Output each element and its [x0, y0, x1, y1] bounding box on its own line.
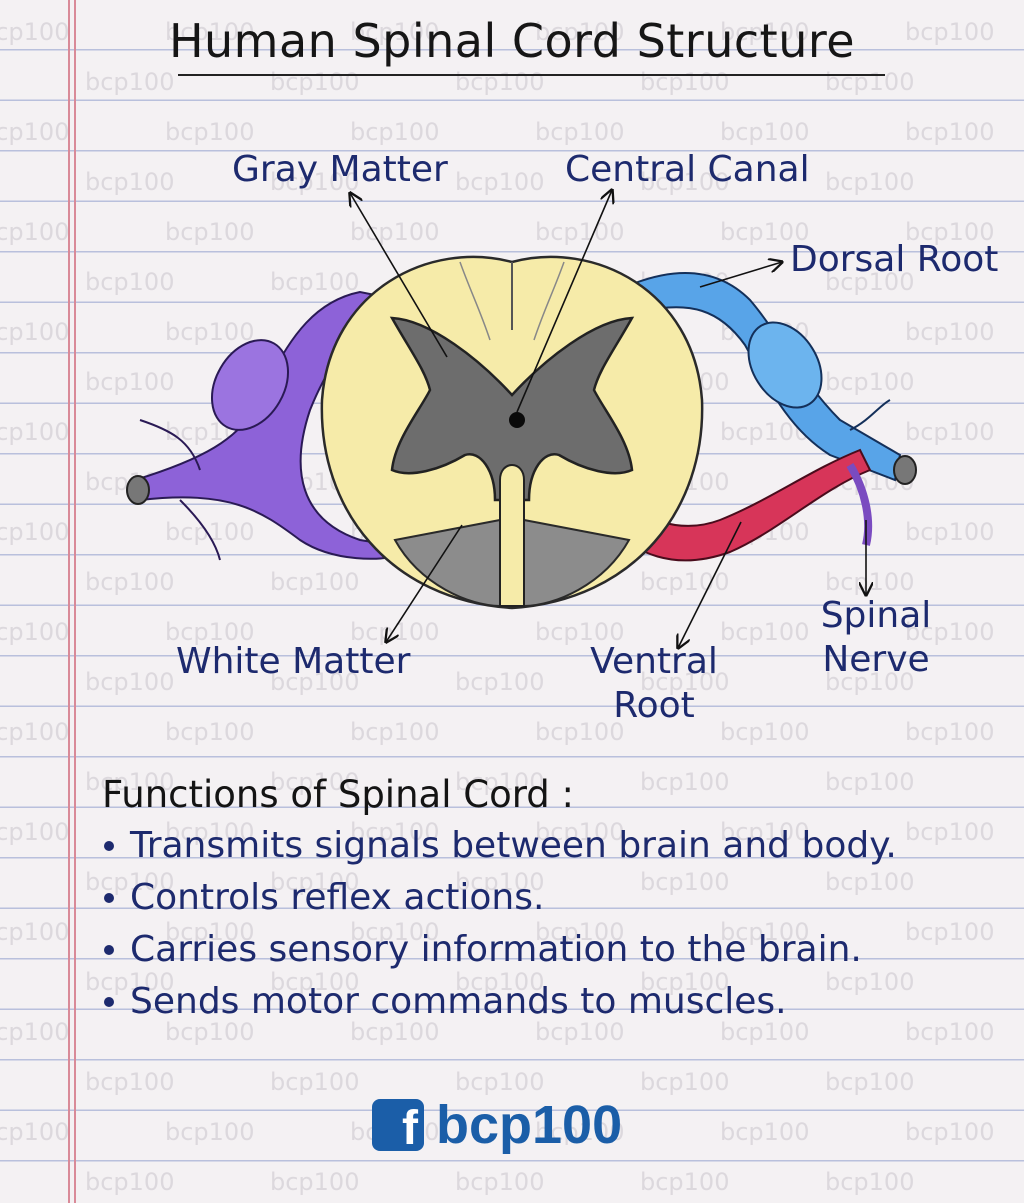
arrow-white-matter: [386, 524, 463, 642]
arrow-gray-matter: [350, 193, 448, 358]
bullet-icon: [104, 997, 114, 1007]
label-white-matter: White Matter: [176, 641, 411, 682]
function-item: Transmits signals between brain and body…: [102, 820, 897, 872]
watermark-text: bcp100: [905, 818, 994, 846]
label-spinal-nerve-line2: Nerve: [822, 639, 930, 680]
watermark-text: bcp100: [0, 918, 69, 946]
arrow-central-canal: [516, 190, 612, 413]
watermark-text: bcp100: [905, 918, 994, 946]
function-text: Controls reflex actions.: [130, 877, 545, 918]
spinal-cord-diagram: [126, 0, 917, 760]
notebook-margin-line: [68, 0, 70, 1203]
watermark-text: bcp100: [825, 1068, 914, 1096]
watermark-text: bcp100: [640, 1168, 729, 1196]
bullet-icon: [104, 893, 114, 903]
watermark-text: bcp100: [455, 1168, 544, 1196]
label-gray-matter: Gray Matter: [232, 149, 448, 190]
notebook-margin-line-2: [74, 0, 76, 1203]
ventral-root-nerve: [598, 448, 873, 562]
watermark-text: bcp100: [0, 1018, 69, 1046]
spinal-cord-section: [320, 255, 704, 610]
page-title: Human Spinal Cord Structure: [168, 14, 856, 68]
left-spinal-nerve: [126, 290, 424, 561]
facebook-icon: f: [372, 1099, 424, 1151]
dorsal-root-nerve: [628, 272, 917, 485]
label-central-canal: Central Canal: [565, 149, 810, 190]
brand-logo[interactable]: f bcp100: [372, 1094, 622, 1156]
watermark-text: bcp100: [85, 1068, 174, 1096]
title-underline: [178, 74, 885, 76]
watermark-text: bcp100: [0, 1118, 69, 1146]
function-text: Sends motor commands to muscles.: [130, 981, 787, 1022]
function-item: Controls reflex actions.: [102, 872, 897, 924]
annotation-arrows: [350, 190, 866, 648]
watermark-text: bcp100: [905, 1118, 994, 1146]
arrow-ventral-root: [678, 521, 742, 648]
label-dorsal-root: Dorsal Root: [790, 239, 999, 280]
function-text: Transmits signals between brain and body…: [130, 825, 897, 866]
brand-name: bcp100: [436, 1095, 623, 1155]
watermark-text: bcp100: [165, 1118, 254, 1146]
function-text: Carries sensory information to the brain…: [130, 929, 862, 970]
label-ventral-root-line2: Root: [613, 685, 695, 726]
bullet-icon: [104, 841, 114, 851]
function-item: Carries sensory information to the brain…: [102, 924, 897, 976]
functions-section: Functions of Spinal Cord : Transmits sig…: [102, 770, 897, 1028]
function-item: Sends motor commands to muscles.: [102, 976, 897, 1028]
bullet-icon: [104, 945, 114, 955]
watermark-text: bcp100: [905, 1018, 994, 1046]
watermark-text: bcp100: [825, 1168, 914, 1196]
central-canal-dot: [509, 412, 525, 428]
watermark-text: bcp100: [640, 1068, 729, 1096]
label-spinal-nerve: Spinal Nerve: [810, 594, 942, 682]
watermark-text: bcp100: [270, 1068, 359, 1096]
arrow-dorsal-root: [699, 262, 782, 288]
label-spinal-nerve-line1: Spinal: [820, 595, 932, 636]
functions-heading: Functions of Spinal Cord :: [102, 773, 575, 816]
label-ventral-root: Ventral Root: [590, 640, 718, 728]
label-ventral-root-line1: Ventral: [590, 641, 718, 682]
watermark-text: bcp100: [270, 1168, 359, 1196]
watermark-text: bcp100: [455, 1068, 544, 1096]
watermark-text: bcp100: [720, 1118, 809, 1146]
watermark-text: bcp100: [0, 818, 69, 846]
watermark-text: bcp100: [85, 1168, 174, 1196]
